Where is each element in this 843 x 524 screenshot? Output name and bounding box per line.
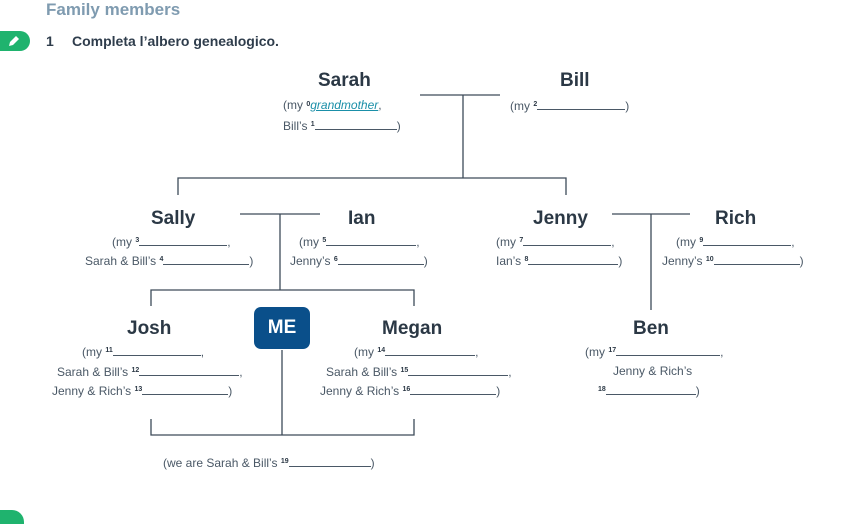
sarah-line-2: Bill’s 1) <box>283 118 401 133</box>
ben-line-2: Jenny & Rich’s <box>613 364 693 378</box>
person-name-ian: Ian <box>348 208 376 229</box>
rich-line-1: (my 9, <box>676 234 795 249</box>
footer-line: (we are Sarah & Bill’s 19) <box>163 455 375 470</box>
megan-line-1: (my 14, <box>354 344 479 359</box>
megan-line-3: Jenny & Rich’s 16) <box>320 383 501 398</box>
answer-blank-9[interactable] <box>703 234 792 246</box>
person-name-megan: Megan <box>382 318 443 339</box>
answer-blank-17[interactable] <box>616 344 721 356</box>
exercise-number: 1 <box>46 33 54 49</box>
answer-blank-10[interactable] <box>713 253 800 265</box>
megan-line-2: Sarah & Bill’s 15, <box>326 364 512 379</box>
answer-blank-1[interactable] <box>314 118 397 130</box>
answer-blank-18[interactable] <box>605 383 696 395</box>
sarah-answer: grandmother <box>310 98 379 112</box>
answer-blank-19[interactable] <box>288 455 371 467</box>
person-name-jenny: Jenny <box>533 208 588 229</box>
answer-blank-13[interactable] <box>142 383 229 395</box>
ian-line-2: Jenny’s 6) <box>290 253 428 268</box>
ben-line-3: 18) <box>598 383 700 398</box>
sally-line-2: Sarah & Bill’s 4) <box>85 253 254 268</box>
sally-line-1: (my 3, <box>112 234 231 249</box>
person-name-sarah: Sarah <box>318 70 371 91</box>
exercise-instruction: Completa l’albero genealogico. <box>72 33 279 49</box>
section-title: Family members <box>46 0 181 19</box>
josh-line-2: Sarah & Bill’s 12, <box>57 364 243 379</box>
rich-line-2: Jenny’s 10) <box>662 253 804 268</box>
person-name-sally: Sally <box>151 208 196 229</box>
josh-line-3: Jenny & Rich’s 13) <box>52 383 233 398</box>
person-name-bill: Bill <box>560 70 590 91</box>
me-box: ME <box>254 307 310 349</box>
josh-line-1: (my 11, <box>82 344 205 359</box>
ian-line-1: (my 5, <box>299 234 420 249</box>
jenny-line-1: (my 7, <box>496 234 615 249</box>
bill-line-1: (my 2) <box>510 98 630 113</box>
answer-blank-5[interactable] <box>326 234 417 246</box>
ben-line-1: (my 17, <box>585 344 724 359</box>
person-name-ben: Ben <box>633 318 669 339</box>
answer-blank-6[interactable] <box>337 253 424 265</box>
jenny-line-2: Ian’s 8) <box>496 253 623 268</box>
answer-blank-15[interactable] <box>408 364 509 376</box>
answer-blank-11[interactable] <box>112 344 201 356</box>
sarah-line-1: (my 0grandmother, <box>283 98 382 112</box>
answer-blank-8[interactable] <box>528 253 619 265</box>
pencil-icon <box>0 31 30 51</box>
answer-blank-7[interactable] <box>523 234 612 246</box>
person-name-josh: Josh <box>127 318 172 339</box>
answer-blank-16[interactable] <box>410 383 497 395</box>
answer-blank-2[interactable] <box>537 98 626 110</box>
answer-blank-4[interactable] <box>163 253 250 265</box>
answer-blank-14[interactable] <box>385 344 476 356</box>
answer-blank-12[interactable] <box>139 364 240 376</box>
answer-blank-3[interactable] <box>139 234 228 246</box>
person-name-rich: Rich <box>715 208 757 229</box>
